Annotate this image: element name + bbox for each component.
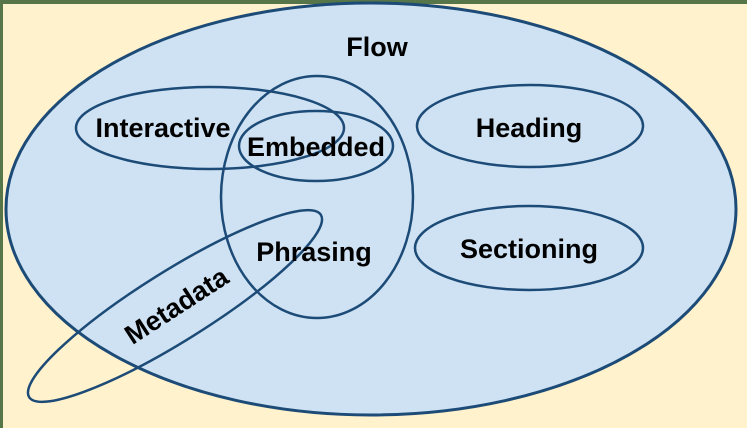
phrasing-label: Phrasing bbox=[256, 237, 372, 267]
heading-ellipse bbox=[415, 83, 645, 169]
flow-label: Flow bbox=[346, 32, 408, 62]
metadata-ellipse bbox=[26, 208, 324, 404]
interactive-label: Interactive bbox=[95, 113, 230, 143]
frame-left-edge bbox=[0, 0, 3, 428]
flow-ellipse bbox=[4, 1, 738, 417]
heading-label: Heading bbox=[476, 113, 583, 143]
sectioning-label: Sectioning bbox=[460, 234, 598, 264]
phrasing-ellipse bbox=[219, 74, 415, 320]
embedded-label: Embedded bbox=[247, 132, 385, 162]
interactive-ellipse bbox=[74, 85, 346, 171]
embedded-ellipse bbox=[237, 109, 395, 183]
sectioning-ellipse bbox=[413, 204, 645, 292]
